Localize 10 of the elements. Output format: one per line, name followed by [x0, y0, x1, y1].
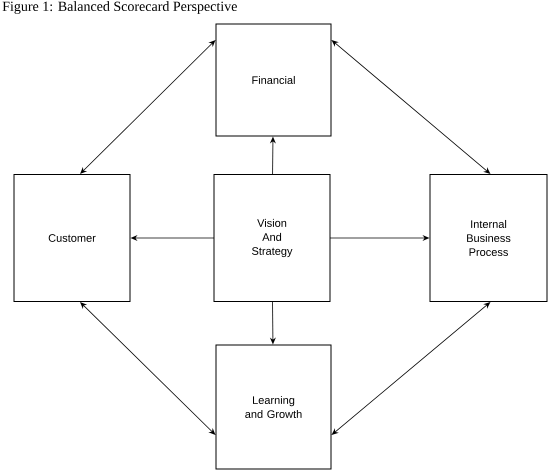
arrow [332, 40, 490, 174]
process-box: Learning and Growth [216, 344, 332, 470]
process-box: Internal Business Process [430, 174, 548, 302]
arrow [80, 302, 216, 435]
process-box: Customer [14, 174, 130, 302]
figure-title: Figure 1: Balanced Scorecard Perspective [2, 1, 237, 14]
arrow [80, 40, 216, 174]
process-box: Vision And Strategy [214, 174, 330, 302]
arrow [332, 302, 490, 435]
process-box: Financial [216, 24, 332, 136]
